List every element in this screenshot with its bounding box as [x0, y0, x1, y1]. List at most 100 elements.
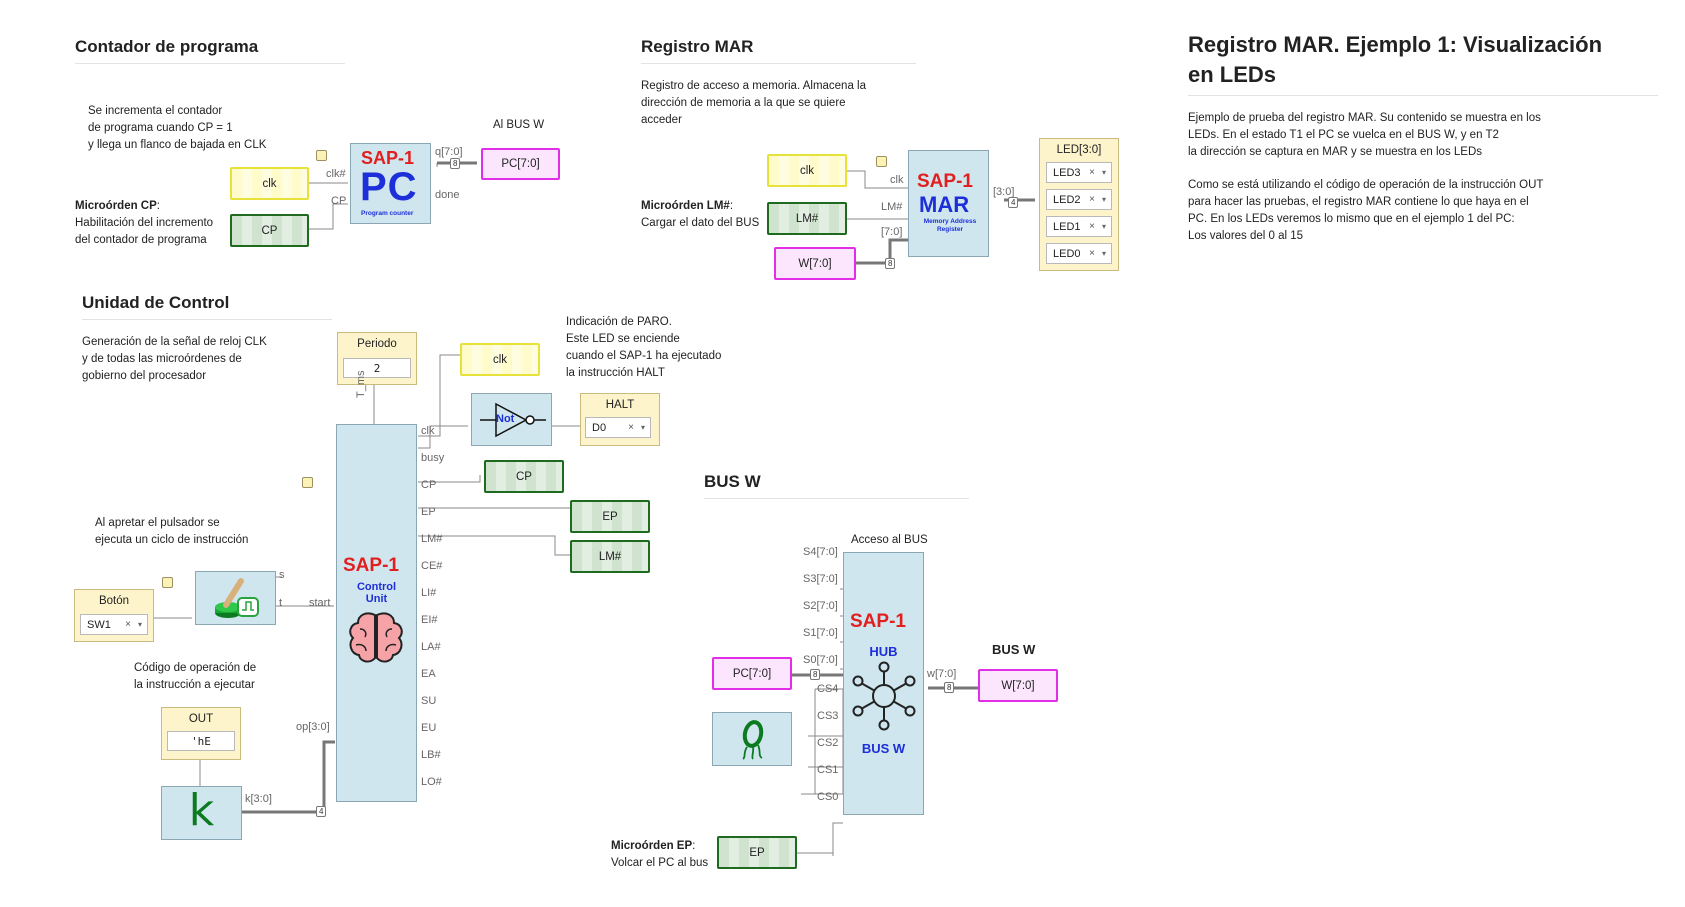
- pc-block-sap: SAP-1: [361, 148, 415, 168]
- busw-section-divider: [704, 498, 969, 499]
- cu-section-title: Unidad de Control: [82, 293, 230, 312]
- mar-pin-in: [7:0]: [881, 226, 903, 238]
- led2-clear-icon[interactable]: ×: [1089, 194, 1095, 205]
- pc-block-subtitle: Program counter: [361, 210, 414, 217]
- mar-w-tag[interactable]: W[7:0]: [774, 247, 856, 280]
- mar-clock-input-square[interactable]: [876, 156, 887, 167]
- busw-pc-tag[interactable]: PC[7:0]: [712, 657, 792, 690]
- button-clock-input-square[interactable]: [162, 577, 173, 588]
- periodo-input[interactable]: 2: [343, 358, 411, 378]
- boton-clear-icon[interactable]: ×: [125, 619, 131, 630]
- mar-block[interactable]: SAP-1 MAR Memory Address Register: [908, 150, 989, 257]
- cu-description: Generación de la señal de reloj CLK y de…: [82, 336, 267, 382]
- cu-pin-lo: LO#: [421, 776, 442, 788]
- boton-select[interactable]: SW1×▾: [80, 614, 148, 635]
- busw-out-title: BUS W: [992, 642, 1036, 657]
- led0-clear-icon[interactable]: ×: [1089, 248, 1095, 259]
- mar-pin-clk: clk: [890, 174, 904, 186]
- paro-note: Indicación de PARO. Este LED se enciende…: [566, 316, 722, 379]
- bus-hub-block[interactable]: SAP-1 HUB BUS W: [843, 552, 924, 815]
- button-note: Al apretar el pulsador se ejecuta un cic…: [95, 517, 249, 546]
- mar-pin-out: [3:0]: [993, 186, 1015, 198]
- mar-pin-lm: LM#: [881, 201, 903, 213]
- pc-cp-tag[interactable]: CP: [230, 214, 309, 247]
- hub-in-width-badge: 8: [810, 669, 821, 680]
- pc-block-name: PC: [360, 165, 418, 209]
- mar-section-title: Registro MAR: [641, 37, 754, 56]
- pc-out-tag[interactable]: PC[7:0]: [481, 148, 560, 180]
- control-unit-block[interactable]: SAP-1 Control Unit: [336, 424, 417, 802]
- cu-cp-tag[interactable]: CP: [484, 460, 564, 493]
- right-panel-para1: Ejemplo de prueba del registro MAR. Su c…: [1188, 112, 1541, 158]
- hub-pin-cs4: CS4: [817, 683, 839, 695]
- hub-pin-s4: S4[7:0]: [803, 546, 838, 558]
- pc-out-label: Al BUS W: [493, 119, 545, 131]
- led3-dropdown-icon[interactable]: ▾: [1101, 168, 1106, 177]
- cu-pin-ep: EP: [421, 506, 436, 518]
- cu-section-divider: [82, 319, 332, 320]
- led3-clear-icon[interactable]: ×: [1089, 167, 1095, 178]
- pc-pin-cp: CP: [331, 195, 347, 207]
- opcode-note: Código de operación de la instrucción a …: [134, 662, 257, 691]
- pc-clk-tag[interactable]: clk: [230, 167, 309, 200]
- constant-k-block[interactable]: k: [161, 785, 242, 840]
- k-width-badge: 4: [316, 806, 327, 817]
- mar-block-sub1: Memory Address: [923, 218, 977, 225]
- not-gate-block[interactable]: Not: [471, 393, 552, 446]
- led2-dropdown-icon[interactable]: ▾: [1101, 195, 1106, 204]
- pc-micro-note: Microórden CP: Habilitación del incremen…: [75, 200, 214, 246]
- opcode-input[interactable]: 'hE: [167, 731, 235, 751]
- led2-select[interactable]: LED2×▾: [1046, 189, 1112, 210]
- led1-select[interactable]: LED1×▾: [1046, 216, 1112, 237]
- pc-clock-input-square[interactable]: [316, 150, 327, 161]
- halt-clear-icon[interactable]: ×: [628, 422, 634, 433]
- led3-select[interactable]: LED3×▾: [1046, 162, 1112, 183]
- boton-dropdown-icon[interactable]: ▾: [137, 620, 142, 629]
- busw-section-title: BUS W: [704, 472, 761, 491]
- k-label: k: [188, 785, 215, 836]
- led0-select[interactable]: LED0×▾: [1046, 243, 1112, 264]
- hub-pin-cs3: CS3: [817, 710, 839, 722]
- zero-icon: [742, 720, 764, 760]
- led1-dropdown-icon[interactable]: ▾: [1101, 222, 1106, 231]
- pc-block[interactable]: SAP-1 PC Program counter: [350, 143, 431, 224]
- bus-zero-block[interactable]: [712, 712, 792, 766]
- led1-clear-icon[interactable]: ×: [1089, 221, 1095, 232]
- mar-leds-title: LED[3:0]: [1056, 144, 1102, 156]
- mar-lm-tag[interactable]: LM#: [767, 202, 847, 235]
- cu-pin-start: start: [309, 597, 331, 609]
- cu-pin-lm: LM#: [421, 533, 443, 545]
- cu-pin-op: op[3:0]: [296, 721, 330, 733]
- cu-pin-eu: EU: [421, 722, 437, 734]
- pc-pin-q: q[7:0]: [435, 146, 463, 158]
- busw-ep-tag[interactable]: EP: [717, 836, 797, 869]
- cu-pin-lb: LB#: [421, 749, 441, 761]
- cu-pin-cp: CP: [421, 479, 437, 491]
- hub-network-icon: [852, 661, 916, 731]
- cu-pin-busy: busy: [421, 452, 445, 464]
- led0-dropdown-icon[interactable]: ▾: [1101, 249, 1106, 258]
- cu-clock-input-square[interactable]: [302, 477, 313, 488]
- cu-ep-tag[interactable]: EP: [570, 500, 650, 533]
- page-title: Registro MAR. Ejemplo 1: Visualización e…: [1188, 32, 1603, 87]
- cu-pin-ce: CE#: [421, 560, 443, 572]
- pc-section-title: Contador de programa: [75, 37, 259, 56]
- brain-icon: [349, 612, 403, 663]
- k-pin: k[3:0]: [245, 793, 272, 805]
- hub-pin-cs1: CS1: [817, 764, 839, 776]
- cu-clk-tag[interactable]: clk: [460, 343, 540, 376]
- hub-pin-cs0: CS0: [817, 791, 839, 803]
- busw-w-tag[interactable]: W[7:0]: [978, 669, 1058, 702]
- cu-lm-tag[interactable]: LM#: [570, 540, 650, 573]
- bus-access-label: Acceso al BUS: [851, 534, 928, 546]
- mar-micro-note: Microórden LM#: Cargar el dato del BUS: [641, 200, 760, 229]
- mar-clk-tag[interactable]: clk: [767, 154, 847, 187]
- hub-block-sap: SAP-1: [850, 611, 906, 632]
- periodo-title: Periodo: [357, 338, 397, 350]
- hub-pin-s2: S2[7:0]: [803, 600, 838, 612]
- pushbutton-block[interactable]: [195, 571, 276, 625]
- halt-select[interactable]: D0×▾: [585, 417, 651, 438]
- halt-dropdown-icon[interactable]: ▾: [640, 423, 645, 432]
- hub-out-width-badge: 8: [944, 682, 955, 693]
